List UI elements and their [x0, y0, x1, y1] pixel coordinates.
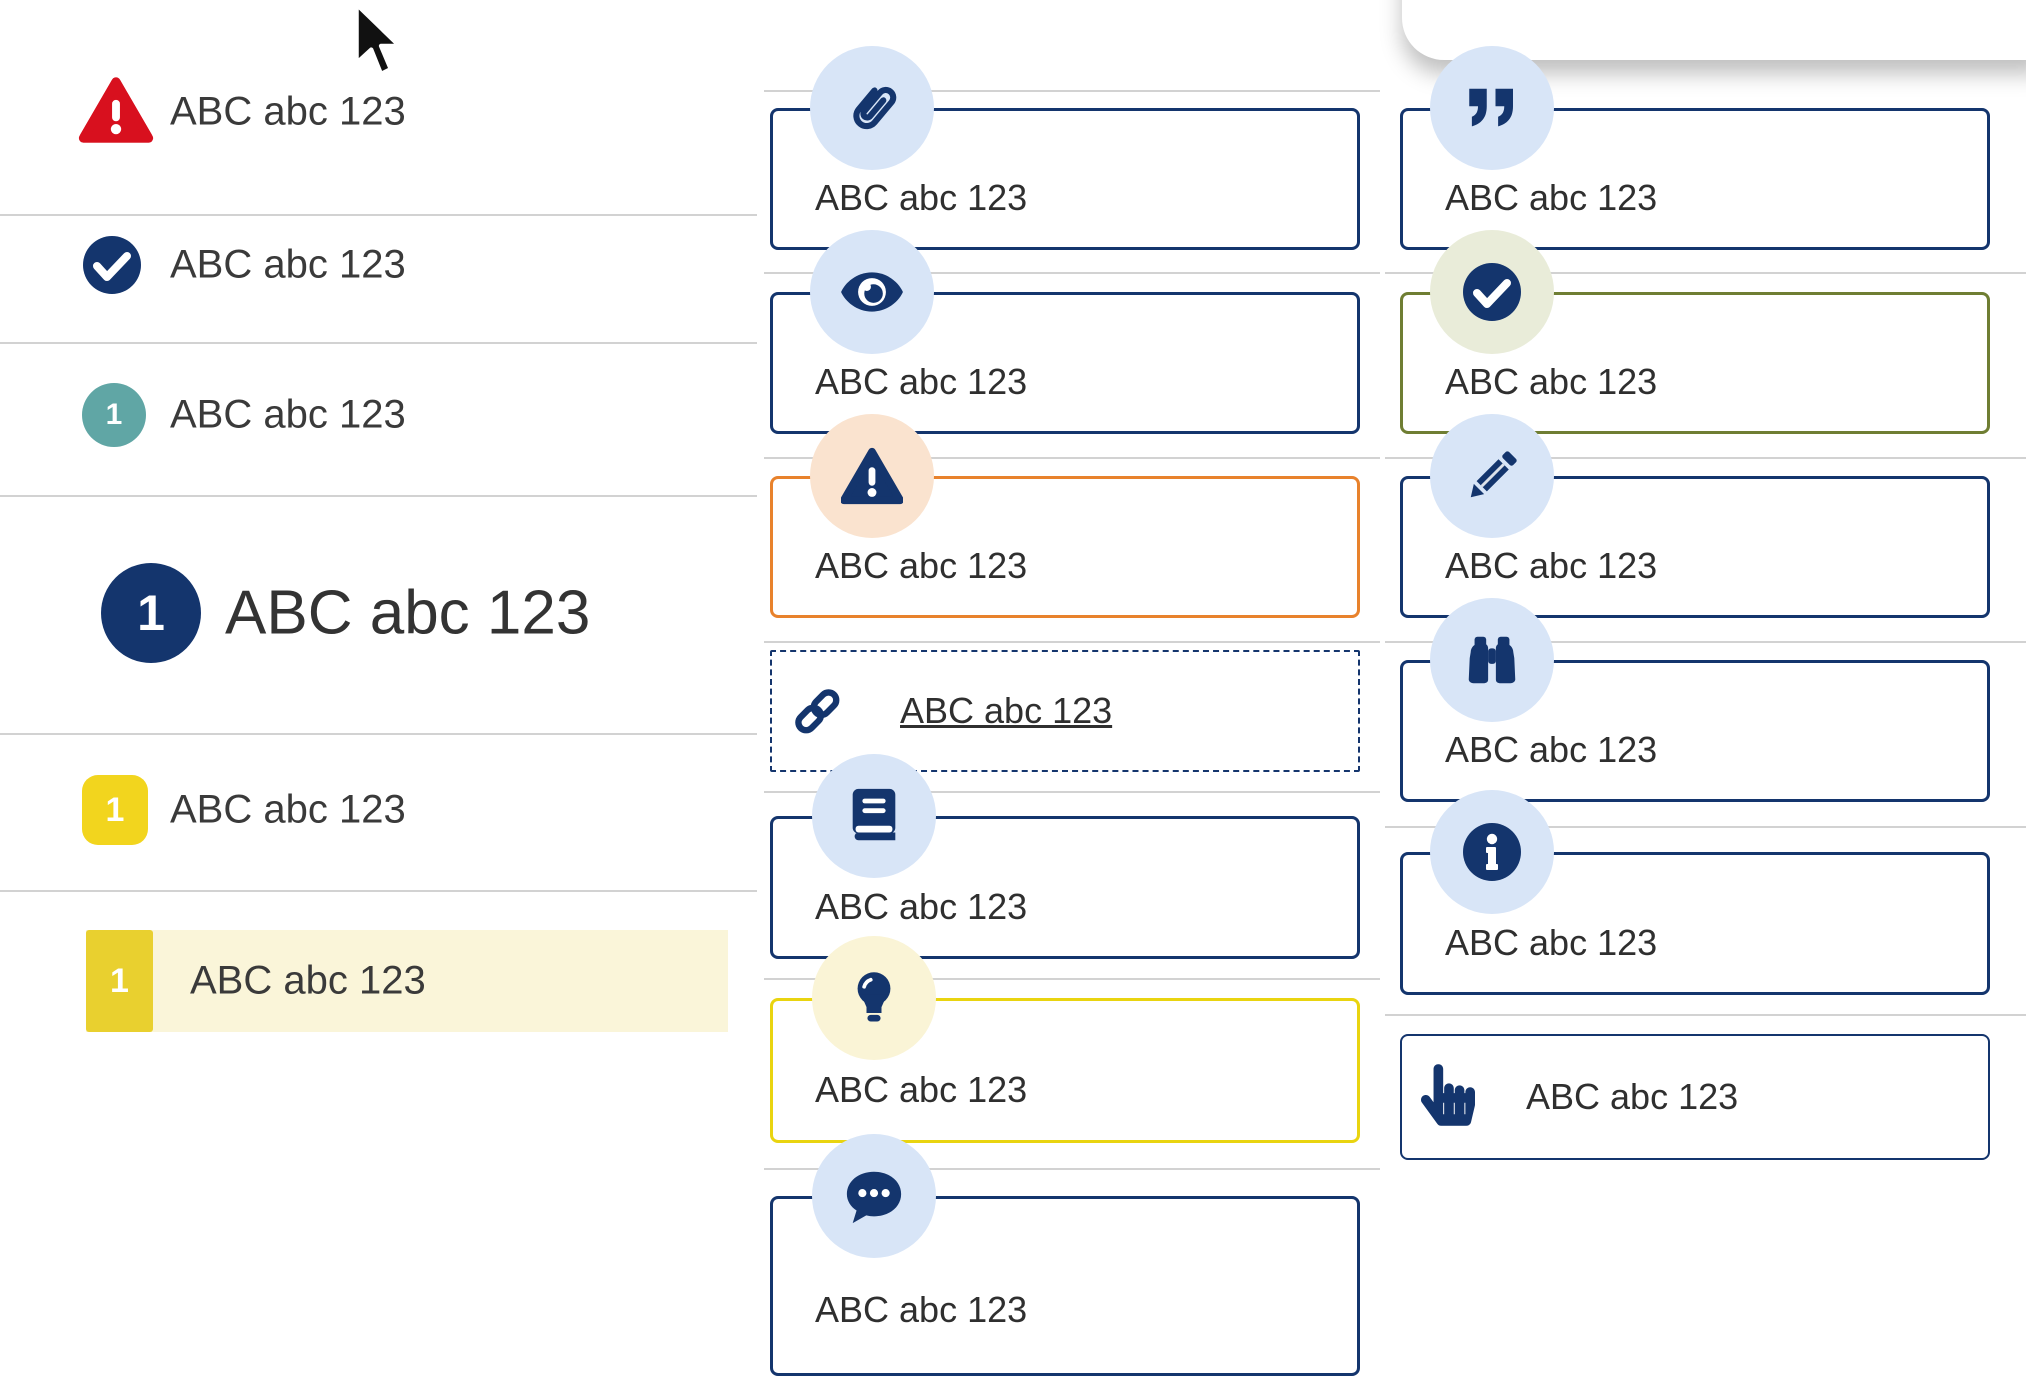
hyperlink[interactable]: ABC abc 123 — [900, 690, 1113, 731]
callout-card-success: ABC abc 123 — [1400, 292, 1990, 434]
mouse-cursor — [354, 2, 402, 77]
number-badge-large: 1 — [101, 563, 201, 663]
list-item-label: ABC abc 123 — [190, 958, 426, 1003]
badge-number: 1 — [105, 398, 123, 431]
list-item-label: ABC abc 123 — [170, 242, 406, 287]
divider — [764, 1168, 1380, 1170]
eye-icon — [810, 230, 934, 354]
divider — [1385, 1014, 2026, 1016]
divider — [764, 272, 1380, 274]
link-icon — [795, 689, 840, 734]
warning-triangle-icon — [78, 77, 154, 143]
callout-label: ABC abc 123 — [1445, 729, 1658, 771]
callout-card-link: ABC abc 123 — [770, 650, 1360, 772]
check-circle-icon — [1430, 230, 1554, 354]
callout-card-action: ABC abc 123 — [1400, 1034, 1990, 1160]
divider — [0, 342, 757, 344]
divider — [764, 90, 1380, 92]
pencil-icon — [1430, 414, 1554, 538]
callout-label: ABC abc 123 — [815, 177, 1028, 219]
divider — [764, 457, 1380, 459]
number-badge-yellow-muted: 1 — [86, 930, 153, 1032]
divider — [0, 733, 757, 735]
lightbulb-icon — [812, 936, 936, 1060]
callout-label: ABC abc 123 — [815, 1289, 1028, 1331]
callout-label: ABC abc 123 — [815, 885, 1028, 927]
callout-label: ABC abc 123 — [815, 1068, 1028, 1110]
list-item-label: ABC abc 123 — [170, 392, 406, 437]
list-item-label: ABC abc 123 — [170, 89, 406, 134]
callout-label: ABC abc 123 — [815, 545, 1028, 587]
callout-label: ABC abc 123 — [1445, 361, 1658, 403]
badge-number: 1 — [105, 790, 125, 829]
callout-label: ABC abc 123 — [1445, 545, 1658, 587]
list-item-label: ABC abc 123 — [225, 578, 591, 648]
divider — [1385, 641, 2026, 643]
divider — [1385, 826, 2026, 828]
comment-dots-icon — [812, 1134, 936, 1258]
callout-label: ABC abc 123 — [1445, 177, 1658, 219]
divider — [0, 890, 757, 892]
callout-card-attachment: ABC abc 123 — [770, 108, 1360, 250]
quote-right-icon — [1430, 46, 1554, 170]
list-item-label: ABC abc 123 — [170, 787, 406, 832]
book-icon — [812, 754, 936, 878]
divider — [1385, 272, 2026, 274]
number-badge-yellow: 1 — [82, 775, 148, 845]
callout-label: ABC abc 123 — [1445, 921, 1658, 963]
badge-number: 1 — [110, 961, 129, 1000]
divider — [1385, 457, 2026, 459]
divider — [764, 791, 1380, 793]
divider — [764, 641, 1380, 643]
paperclip-icon — [810, 46, 934, 170]
highlighted-list-row — [86, 930, 728, 1032]
callout-label: ABC abc 123 — [815, 361, 1028, 403]
divider — [0, 214, 757, 216]
callout-label: ABC abc 123 — [1526, 1076, 1739, 1117]
hand-pointer-icon — [1421, 1064, 1475, 1126]
badge-number: 1 — [137, 585, 165, 641]
info-circle-icon — [1430, 790, 1554, 914]
divider — [0, 495, 757, 497]
number-badge: 1 — [82, 383, 146, 447]
binoculars-icon — [1430, 598, 1554, 722]
callout-card-quote: ABC abc 123 — [1400, 108, 1990, 250]
warning-triangle-icon — [810, 414, 934, 538]
check-circle-icon — [80, 233, 144, 297]
divider — [764, 978, 1380, 980]
